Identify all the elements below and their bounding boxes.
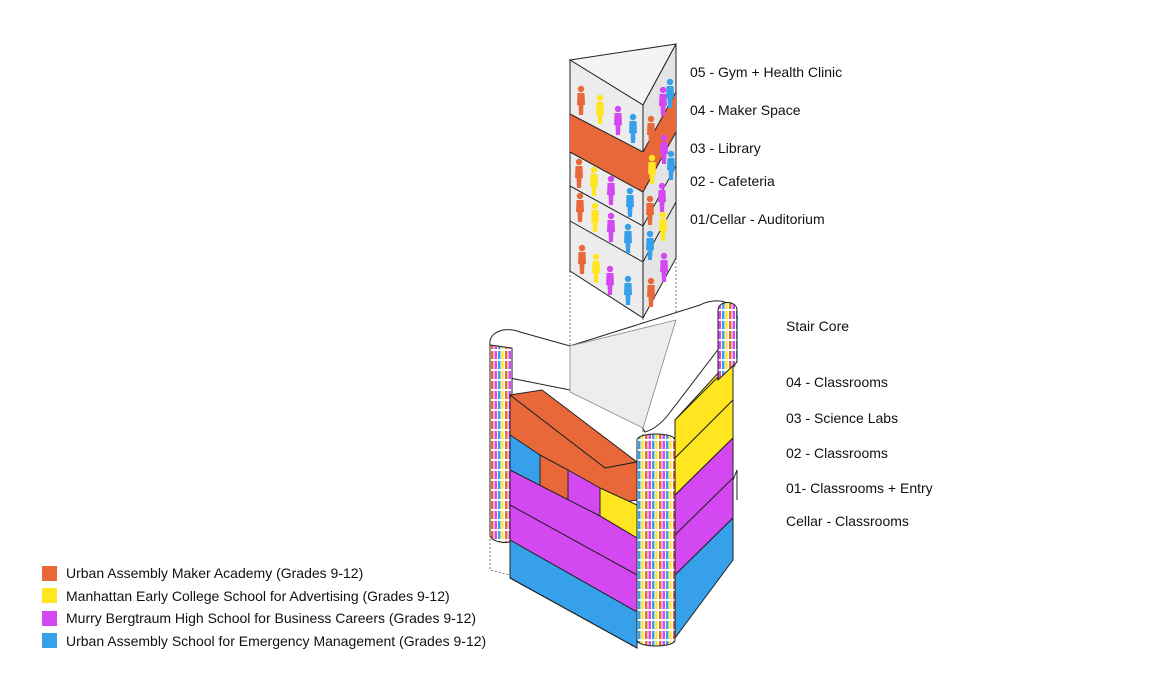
legend-item: Urban Assembly Maker Academy (Grades 9-1… xyxy=(42,562,486,585)
right-stair-column xyxy=(717,302,738,382)
upper-tower xyxy=(568,43,677,319)
label-library: 03 - Library xyxy=(690,140,761,156)
legend-label: Urban Assembly Maker Academy (Grades 9-1… xyxy=(66,565,364,582)
label-cafeteria: 02 - Cafeteria xyxy=(690,173,775,189)
legend-item: Urban Assembly School for Emergency Mana… xyxy=(42,630,486,653)
label-03-science-labs: 03 - Science Labs xyxy=(786,410,899,426)
label-04-classrooms: 04 - Classrooms xyxy=(786,374,888,390)
right-wing-blue-cellar xyxy=(674,516,734,640)
label-gym-health-clinic: 05 - Gym + Health Clinic xyxy=(690,64,843,80)
courtyard-glass xyxy=(569,319,677,429)
label-02-classrooms: 02 - Classrooms xyxy=(786,445,888,461)
right-column-edge xyxy=(732,469,738,500)
legend-swatch-purple xyxy=(42,610,57,626)
legend-item: Murry Bergtraum High School for Business… xyxy=(42,607,486,630)
legend-swatch-yellow xyxy=(42,588,57,604)
legend-label: Murry Bergtraum High School for Business… xyxy=(66,610,477,627)
legend: Urban Assembly Maker Academy (Grades 9-1… xyxy=(42,562,486,652)
label-01-classrooms-entry: 01- Classrooms + Entry xyxy=(786,480,933,496)
label-maker-space: 04 - Maker Space xyxy=(690,102,801,118)
label-stair-core: Stair Core xyxy=(786,318,850,334)
left-stair-column xyxy=(489,344,513,543)
central-stair-column xyxy=(636,433,676,647)
legend-item: Manhattan Early College School for Adver… xyxy=(42,585,486,608)
left-column-dashed-base xyxy=(489,535,511,576)
label-auditorium: 01/Cellar - Auditorium xyxy=(690,211,825,227)
lower-building xyxy=(489,300,738,649)
legend-label: Urban Assembly School for Emergency Mana… xyxy=(66,632,487,649)
legend-swatch-orange xyxy=(42,565,57,581)
legend-label: Manhattan Early College School for Adver… xyxy=(66,587,450,604)
maker-space-band-left xyxy=(570,114,643,192)
left-wing-blue-cellar xyxy=(509,577,638,649)
legend-swatch-blue xyxy=(42,633,57,649)
label-cellar-classrooms: Cellar - Classrooms xyxy=(786,513,909,529)
